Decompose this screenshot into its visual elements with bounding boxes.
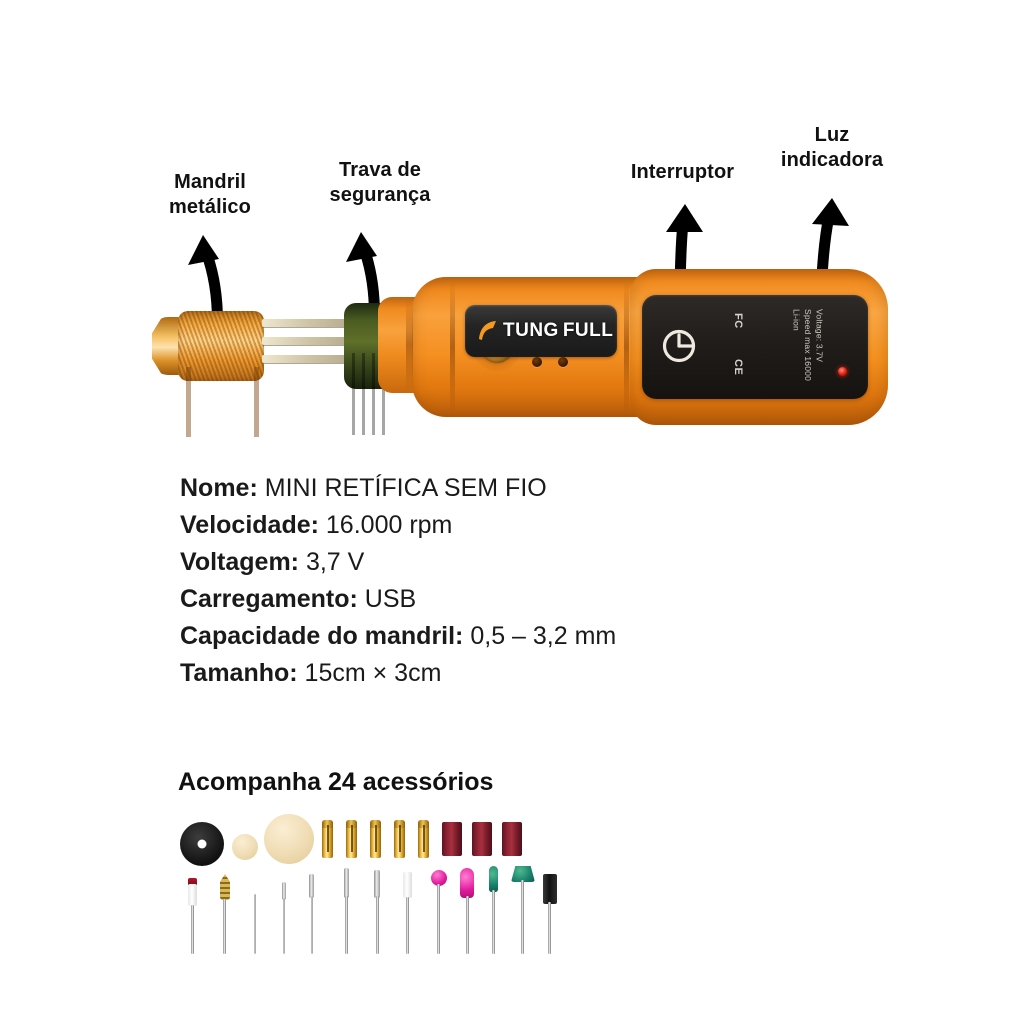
accessory-collet-4 — [394, 820, 405, 858]
indicator-led — [838, 367, 847, 376]
body-seam — [450, 281, 455, 413]
accessory-cone-green — [486, 866, 500, 954]
callout-label-luz-indicadora: Luz indicadora — [780, 124, 884, 171]
spec-key: Capacidade do mandril: — [180, 622, 464, 650]
spec-row-voltagem: Voltagem: 3,7 V — [180, 544, 820, 581]
spec-key: Velocidade: — [180, 511, 319, 539]
ce-mark-label: CE — [732, 359, 744, 376]
accessory-cylinder-black — [542, 874, 558, 954]
spec-value: 3,7 V — [305, 548, 365, 576]
power-button-icon[interactable] — [660, 327, 698, 365]
brand-name-part1: TUNG — [503, 320, 559, 341]
accessory-polisher-red-tip — [186, 878, 198, 954]
threaded-shaft — [262, 317, 354, 375]
accessory-cutting-disc-black — [180, 822, 224, 866]
spec-row-velocidade: Velocidade: 16.000 rpm — [180, 507, 820, 544]
accessory-sanding-band-3 — [502, 822, 522, 856]
spec-key: Carregamento: — [180, 585, 358, 613]
spec-row-tamanho: Tamanho: 15cm × 3cm — [180, 655, 820, 692]
neck-ring — [406, 299, 413, 391]
accessory-disc-green — [510, 866, 536, 954]
accessory-felt-disc-small — [232, 834, 258, 860]
accessories-image — [176, 812, 557, 962]
accessory-sanding-band-1 — [442, 822, 462, 856]
spec-value: USB — [364, 585, 417, 613]
metal-chuck — [178, 311, 264, 437]
fcc-mark-label: FC — [732, 313, 744, 329]
callout-label-mandril: Mandril metálico — [169, 171, 251, 218]
spec-key: Tamanho: — [180, 659, 298, 687]
spec-row-nome: Nome: MINI RETÍFICA SEM FIO — [180, 470, 820, 507]
callout-label-trava: Trava de segurança — [329, 159, 431, 206]
body-seam — [624, 281, 629, 413]
accessory-cone-pink — [458, 868, 476, 954]
accessory-sanding-band-2 — [472, 822, 492, 856]
accessory-needle-fine-1 — [280, 882, 288, 954]
accessory-cylinder-white — [402, 872, 414, 954]
accessory-collet-3 — [370, 820, 381, 858]
accessory-collet-2 — [346, 820, 357, 858]
accessories-title: Acompanha 24 acessórios — [178, 768, 494, 796]
accessory-collet-1 — [322, 820, 333, 858]
accessory-ball-pink — [430, 870, 448, 954]
spec-value: 16.000 rpm — [325, 511, 453, 539]
panel-spec-text: Voltage: 3.7V Speed max 16000 Li-ion — [791, 309, 825, 381]
certification-marks: FC CE — [730, 313, 764, 389]
spec-key: Voltagem: — [180, 548, 299, 576]
accessory-collet-5 — [418, 820, 429, 858]
brand-logo-icon — [479, 321, 496, 340]
brand-name-part2: FULL — [562, 320, 614, 341]
spec-row-carregamento: Carregamento: USB — [180, 581, 820, 618]
control-panel: FC CE Voltage: 3.7V Speed max 16000 Li-i… — [642, 295, 868, 399]
spec-key: Nome: — [180, 474, 258, 502]
accessory-felt-wheel-large — [264, 814, 314, 864]
spec-value: MINI RETÍFICA SEM FIO — [264, 474, 547, 502]
callout-label-interruptor: Interruptor — [630, 161, 735, 183]
accessory-spiral-burr-gold — [218, 874, 232, 954]
specification-list: Nome: MINI RETÍFICA SEM FIO Velocidade: … — [180, 470, 820, 692]
spec-value: 15cm × 3cm — [304, 659, 442, 687]
accessory-steel-burr-2 — [372, 870, 382, 954]
accessory-needle-thin — [252, 894, 258, 954]
spec-value: 0,5 – 3,2 mm — [470, 622, 617, 650]
accessory-steel-burr-1 — [342, 868, 352, 954]
accessory-needle-fine-2 — [308, 874, 316, 954]
spec-row-capacidade: Capacidade do mandril: 0,5 – 3,2 mm — [180, 618, 820, 655]
